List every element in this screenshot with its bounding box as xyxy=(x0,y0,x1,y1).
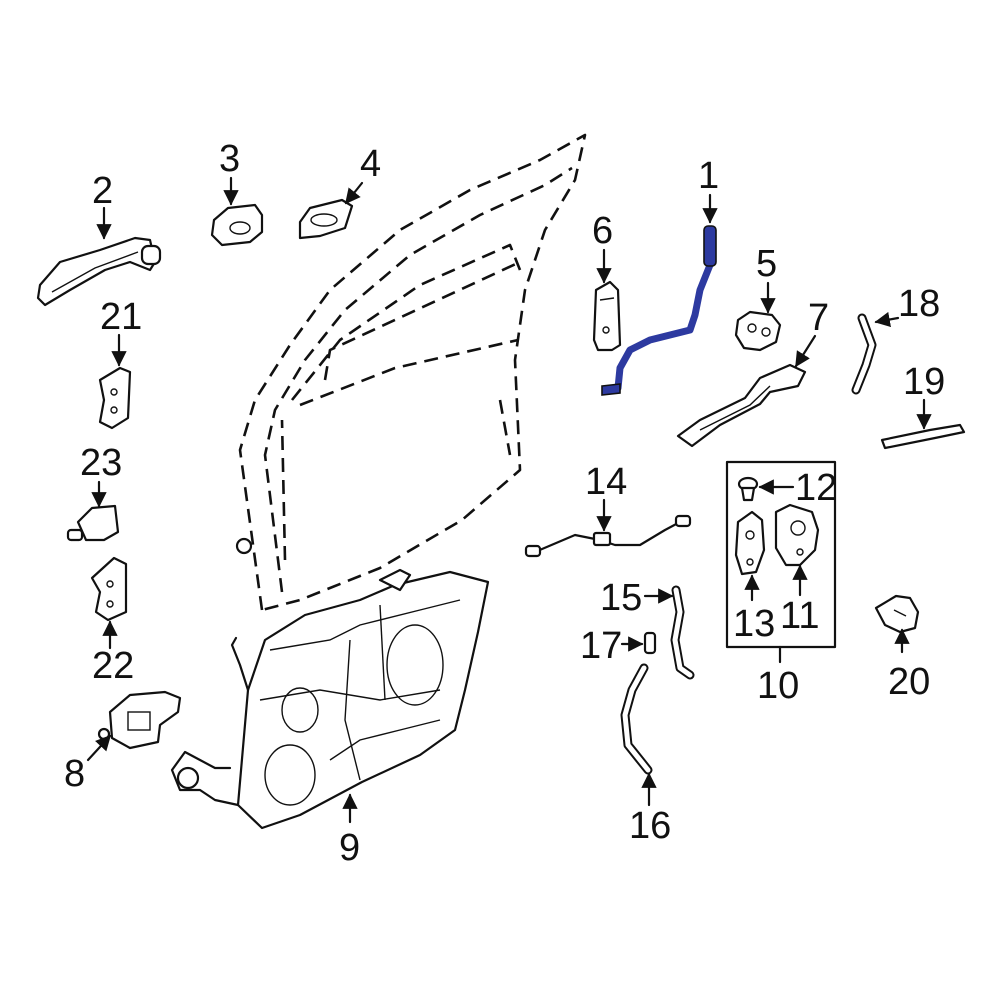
part-5-bracket[interactable] xyxy=(734,310,782,352)
callout-label-14: 14 xyxy=(585,461,627,503)
part-22-lower-hinge[interactable] xyxy=(90,556,128,622)
callout-15: 15 xyxy=(600,577,674,619)
callout-18: 18 xyxy=(874,283,940,328)
callout-7: 7 xyxy=(794,297,829,368)
callout-17: 17 xyxy=(580,625,644,667)
callout-label-13: 13 xyxy=(733,603,775,645)
callout-label-1: 1 xyxy=(698,155,719,197)
callout-13: 13 xyxy=(733,574,775,645)
callout-label-21: 21 xyxy=(100,296,142,338)
part-6-actuator-cover[interactable] xyxy=(592,280,622,352)
callout-label-10: 10 xyxy=(757,665,799,707)
part-16-rod[interactable] xyxy=(620,663,653,775)
part-10-latch-kit-box: 10 xyxy=(725,460,837,707)
callout-label-22: 22 xyxy=(92,645,134,687)
part-17-bushing[interactable] xyxy=(643,631,657,655)
callout-4: 4 xyxy=(344,143,381,205)
callout-5: 5 xyxy=(756,243,777,314)
callout-label-4: 4 xyxy=(360,143,381,185)
part-7-inside-handle[interactable] xyxy=(676,363,807,448)
callout-label-16: 16 xyxy=(629,805,671,847)
callout-label-3: 3 xyxy=(219,138,240,180)
door-outline xyxy=(235,133,587,612)
callout-20: 20 xyxy=(888,628,930,703)
callout-22: 22 xyxy=(92,620,134,687)
callout-16: 16 xyxy=(629,772,671,847)
callout-1: 1 xyxy=(698,155,719,224)
callout-label-6: 6 xyxy=(592,210,613,252)
part-8-door-lock[interactable] xyxy=(97,690,182,750)
callout-label-18: 18 xyxy=(898,283,940,325)
callout-label-9: 9 xyxy=(339,827,360,869)
callout-21: 21 xyxy=(100,296,142,367)
callout-label-23: 23 xyxy=(80,442,122,484)
callout-label-7: 7 xyxy=(808,297,829,339)
callout-label-5: 5 xyxy=(756,243,777,285)
part-4-gasket[interactable] xyxy=(298,198,354,240)
callout-label-2: 2 xyxy=(92,170,113,212)
part-20-striker[interactable] xyxy=(874,594,920,634)
part-1-lock-rod[interactable] xyxy=(601,225,717,396)
callout-3: 3 xyxy=(219,138,240,206)
callout-9: 9 xyxy=(339,793,360,869)
callout-2: 2 xyxy=(92,170,113,240)
callout-6: 6 xyxy=(592,210,613,284)
callout-label-19: 19 xyxy=(903,361,945,403)
callout-14: 14 xyxy=(585,461,627,532)
callout-label-12: 12 xyxy=(795,467,837,509)
callout-label-17: 17 xyxy=(580,625,622,667)
callout-11: 11 xyxy=(780,564,819,637)
part-23-check-strap[interactable] xyxy=(66,504,120,542)
part-2-outside-handle[interactable] xyxy=(36,236,162,307)
callout-23: 23 xyxy=(80,442,122,508)
part-3-cylinder-cap[interactable] xyxy=(210,203,264,247)
part-14-wire-harness[interactable] xyxy=(524,514,692,558)
callout-label-11: 11 xyxy=(780,595,819,637)
callout-label-15: 15 xyxy=(600,577,642,619)
part-19-weatherstrip[interactable] xyxy=(880,423,966,450)
callout-label-20: 20 xyxy=(888,661,930,703)
callout-8: 8 xyxy=(64,734,112,795)
callout-12: 12 xyxy=(758,467,837,509)
part-9-regulator-module[interactable] xyxy=(170,568,490,830)
part-11-latch-body[interactable] xyxy=(774,503,820,567)
callout-label-8: 8 xyxy=(64,753,85,795)
part-15-tube[interactable] xyxy=(670,585,695,680)
callout-19: 19 xyxy=(903,361,945,430)
part-18-rod[interactable] xyxy=(851,313,877,395)
part-12-clip[interactable] xyxy=(737,476,759,502)
part-21-upper-hinge[interactable] xyxy=(98,366,132,430)
part-13-latch-plate[interactable] xyxy=(734,510,766,576)
